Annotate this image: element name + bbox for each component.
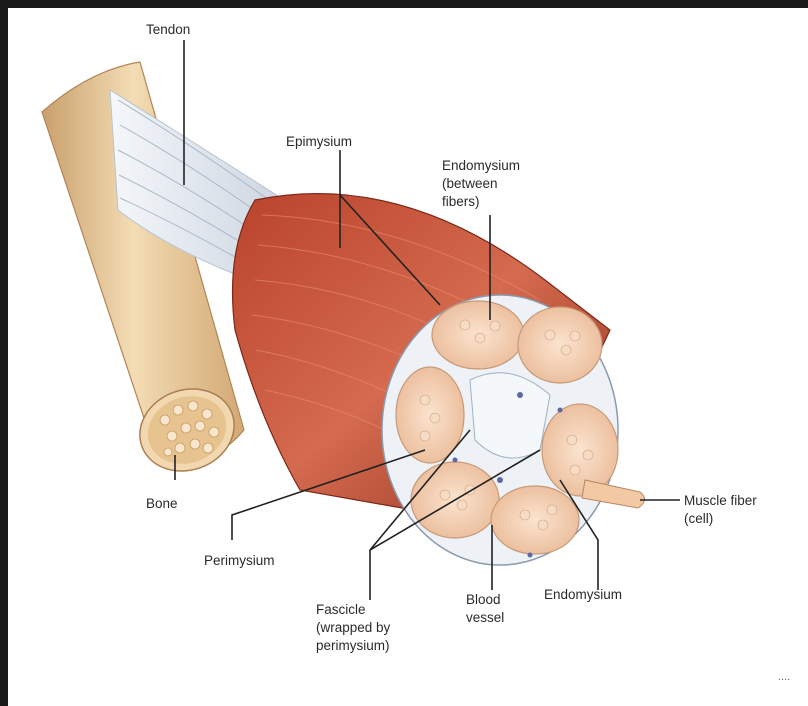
corner-tab [770,604,808,706]
label-endomysium-bottom: Endomysium [544,587,622,602]
label-epimysium: Epimysium [286,134,352,149]
footer-ellipsis: .... [778,671,790,683]
label-perimysium: Perimysium [204,553,275,568]
label-bone: Bone [146,496,178,511]
label-tendon: Tendon [146,22,190,37]
